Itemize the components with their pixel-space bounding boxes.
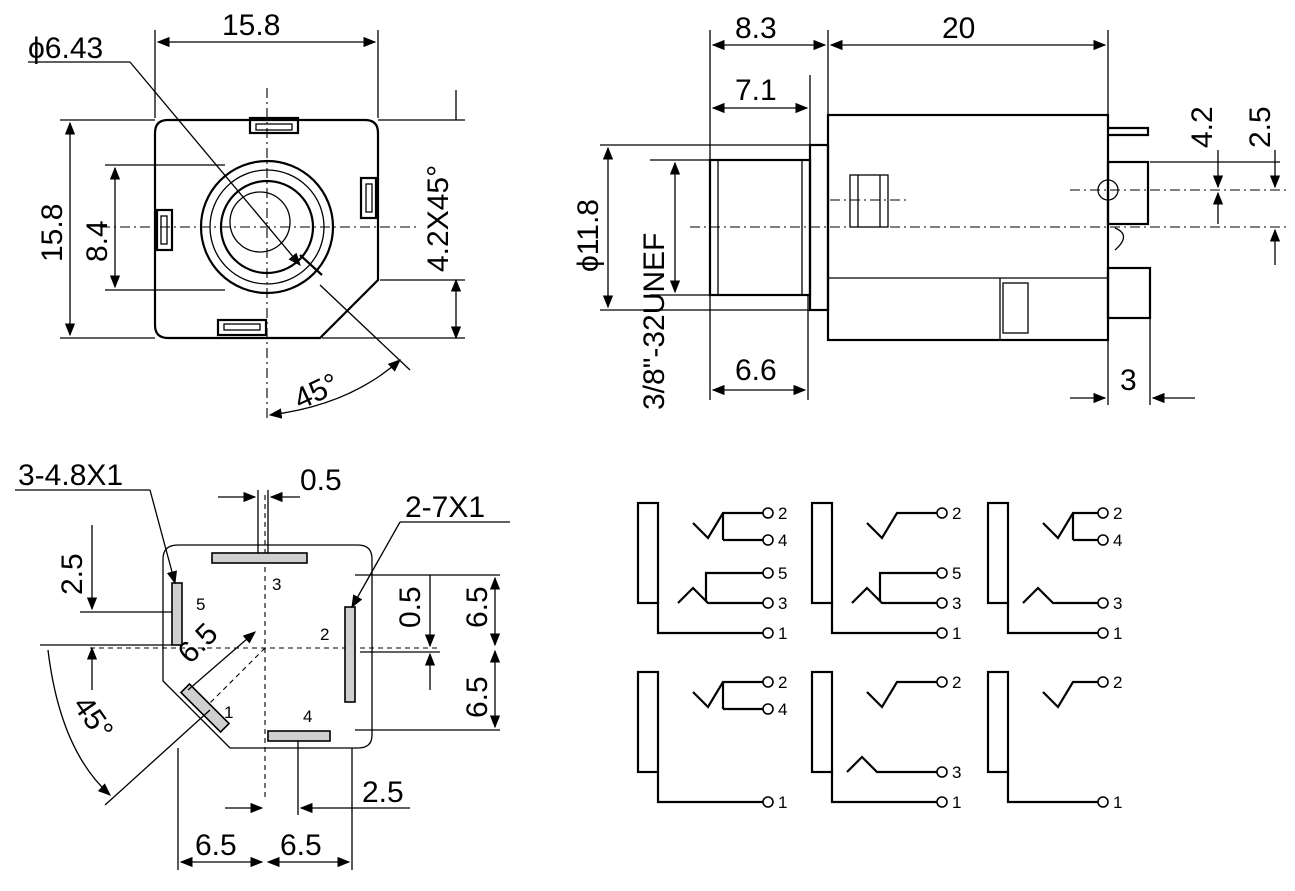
pcb-footprint: 3 5 2 1 4 3-4.8X1 [15,459,510,870]
fp-pin-2: 2 [320,625,329,644]
front-dia-label: ϕ6.43 [28,32,103,65]
fp-pin-5: 5 [196,595,205,614]
fp-dim-6-5-r2: 6.5 [461,676,494,718]
s4-pin-2: 2 [778,673,787,692]
s5-pin-1: 1 [952,793,961,812]
s3-pin-2: 2 [1113,504,1122,523]
fp-dim-2-5-left: 2.5 [56,553,89,595]
fp-dim-6-5-b2: 6.5 [280,829,322,862]
side-view: 8.3 20 7.1 4.2 2.5 ϕ11.8 3/8"-32UNEF 6.6… [572,12,1290,410]
s5-pin-2: 2 [952,673,961,692]
fp-holes-a: 3-4.8X1 [18,459,123,492]
s2-pin-2: 2 [952,504,961,523]
side-dim-2-5: 2.5 [1244,106,1277,148]
schematic-2: 2 5 3 1 [810,501,961,643]
s3-pin-1: 1 [1113,624,1122,643]
fp-pin-4: 4 [303,707,312,726]
fp-pin-1: 1 [224,703,233,722]
side-dim-20: 20 [942,12,975,45]
schematic-1: 2 4 5 3 1 [636,501,787,643]
front-inner-label: 8.4 [81,220,114,262]
s1-pin-2: 2 [778,504,787,523]
side-dim-8-3: 8.3 [735,12,777,45]
side-dim-4-2: 4.2 [1186,106,1219,148]
fp-dim-0-5-top: 0.5 [300,464,342,497]
fp-holes-b: 2-7X1 [405,491,485,524]
s3-pin-3: 3 [1113,594,1122,613]
s2-pin-3: 3 [952,594,961,613]
front-angle-label: 45° [289,367,344,416]
fp-dim-0-5-right: 0.5 [394,586,427,628]
pad-5 [171,582,183,646]
s3-pin-4: 4 [1113,531,1122,550]
pad-3 [211,552,308,564]
s1-pin-4: 4 [778,531,787,550]
front-chamfer-label: 4.2X45° [422,165,455,272]
s6-pin-2: 2 [1113,673,1122,692]
pad-2 [344,606,356,703]
s2-pin-1: 1 [952,624,961,643]
fp-dim-45: 45° [66,690,119,746]
s1-pin-5: 5 [778,564,787,583]
fp-dim-2-5-bottom: 2.5 [362,776,404,809]
front-view: ϕ6.43 15.8 15.8 8.4 4.2X45° 45° [28,9,465,420]
fp-dim-6-5-b1: 6.5 [195,829,237,862]
pad-1 [179,682,231,734]
schematic-3: 2 4 3 1 [986,501,1122,643]
s4-pin-1: 1 [778,793,787,812]
side-thread-label: 3/8"-32UNEF [638,233,671,410]
side-dim-3: 3 [1120,364,1137,397]
schematic-4: 2 4 1 [636,670,787,812]
side-dim-6-6: 6.6 [735,354,777,387]
s1-pin-1: 1 [778,624,787,643]
s1-pin-3: 3 [778,594,787,613]
front-width-label: 15.8 [222,9,280,42]
s6-pin-1: 1 [1113,793,1122,812]
front-height-label: 15.8 [36,204,69,262]
s4-pin-4: 4 [778,700,787,719]
schematic-6: 2 1 [986,670,1122,812]
s2-pin-5: 5 [952,564,961,583]
fp-pin-3: 3 [272,575,281,594]
s5-pin-3: 3 [952,763,961,782]
pad-4 [267,730,331,742]
side-dia-label: ϕ11.8 [572,199,605,272]
fp-dim-6-5-r1: 6.5 [461,586,494,628]
schematic-5: 2 3 1 [810,670,961,812]
side-dim-7-1: 7.1 [735,74,777,107]
